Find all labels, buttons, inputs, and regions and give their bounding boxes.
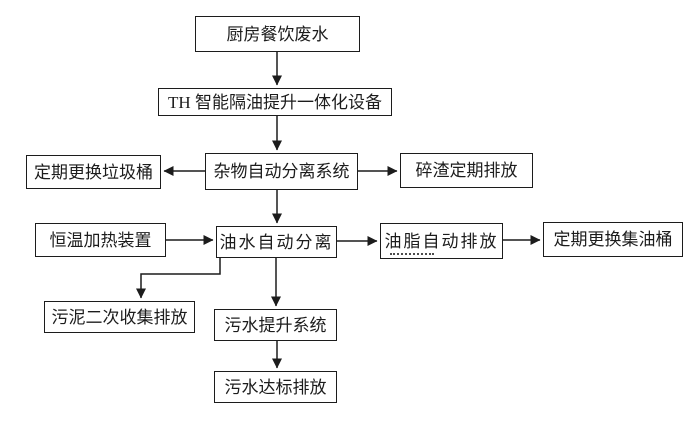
proofing-dots [390,253,434,255]
node-sewage-standard-discharge: 污水达标排放 [214,371,337,403]
node-kitchen-wastewater-label: 厨房餐饮废水 [226,24,329,44]
edge-oilwater-to-sludge [136,258,221,299]
node-th-integrated-device-label: TH 智能隔油提升一体化设备 [168,92,382,112]
node-sewage-standard-discharge-label: 污水达标排放 [224,377,327,397]
node-sludge-secondary-collection: 污泥二次收集排放 [44,301,195,333]
node-grease-auto-discharge: 油脂自动排放 [380,223,503,259]
node-residue-periodic-discharge: 碎渣定期排放 [400,153,533,188]
node-constant-temp-heater: 恒温加热装置 [35,223,166,257]
node-replace-trash-bin-label: 定期更换垃圾桶 [34,162,153,182]
node-debris-auto-separation: 杂物自动分离系统 [205,153,358,190]
node-residue-periodic-discharge-label: 碎渣定期排放 [415,161,518,180]
node-replace-oil-collection-barrel-label: 定期更换集油桶 [553,230,673,249]
node-constant-temp-heater-label: 恒温加热装置 [49,230,152,250]
node-replace-trash-bin: 定期更换垃圾桶 [26,155,161,189]
node-th-integrated-device: TH 智能隔油提升一体化设备 [158,88,392,116]
node-sewage-lifting-system: 污水提升系统 [214,309,337,341]
node-debris-auto-separation-label: 杂物自动分离系统 [213,162,350,181]
node-grease-auto-discharge-label: 油脂自动排放 [384,231,499,251]
node-sludge-secondary-collection-label: 污泥二次收集排放 [51,307,188,327]
node-oil-water-auto-separation-label: 油水自动分离 [219,232,334,252]
node-sewage-lifting-system-label: 污水提升系统 [224,315,327,335]
node-kitchen-wastewater: 厨房餐饮废水 [195,16,360,52]
node-oil-water-auto-separation: 油水自动分离 [216,226,337,258]
node-replace-oil-collection-barrel: 定期更换集油桶 [543,222,683,257]
